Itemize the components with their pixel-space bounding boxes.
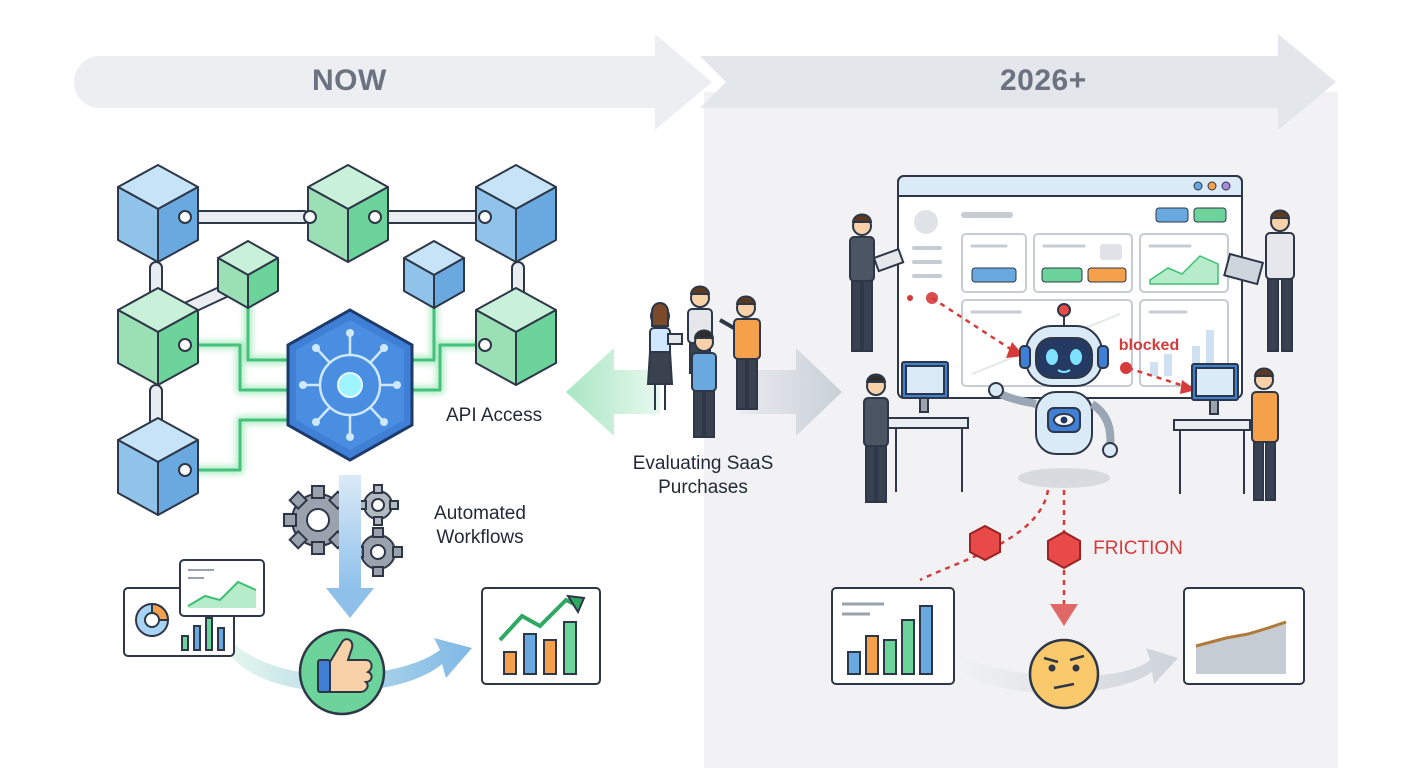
bar-chart-card-future	[831, 587, 955, 685]
evaluating-label: Evaluating SaaS Purchases	[618, 452, 788, 500]
person-presenter	[849, 213, 905, 352]
person-man-front	[691, 329, 717, 438]
person-laptop-right	[1223, 209, 1295, 352]
evaluating-line2: Purchases	[658, 477, 748, 498]
friction-arrowhead	[1050, 604, 1078, 626]
dashboard-card-pie	[123, 587, 235, 657]
evaluation-arrow-left	[566, 348, 660, 436]
workstation-left	[863, 361, 969, 503]
cube-blue-top-right	[475, 164, 557, 263]
dashboard-card-area	[179, 559, 265, 617]
timeline-now-label: NOW	[312, 64, 387, 97]
api-access-label: API Access	[446, 405, 543, 426]
automated-workflows-label: Automated Workflows	[420, 502, 540, 550]
cube-blue-top-left	[117, 164, 199, 263]
cube-green-small	[217, 240, 279, 309]
flow-arrow-right	[954, 648, 1178, 693]
timeline-future-label: 2026+	[1000, 64, 1087, 97]
friction-hex-left	[969, 524, 1001, 562]
flat-chart-card	[1183, 587, 1305, 685]
automated-workflows-line2: Workflows	[436, 527, 524, 548]
cube-network	[117, 164, 557, 516]
buyers-group	[646, 285, 761, 438]
timeline-arrow-future	[700, 34, 1336, 130]
timeline-arrow-now	[74, 34, 712, 130]
cube-green-right	[475, 287, 557, 386]
flow-arrow-left	[230, 638, 472, 692]
blocked-label: blocked	[1118, 337, 1180, 354]
friction-label: FRICTION	[1093, 538, 1183, 559]
automated-workflows-line1: Automated	[434, 503, 526, 524]
workstation-right	[1173, 363, 1279, 501]
person-man-right	[719, 295, 761, 410]
cube-green-left	[117, 287, 199, 386]
thumbs-up-icon	[298, 628, 386, 716]
evaluation-arrow-right	[740, 348, 842, 436]
hub-circuit-brain-icon	[286, 308, 414, 462]
cube-blue-small	[403, 240, 465, 309]
person-woman	[646, 302, 683, 410]
evaluating-line1: Evaluating SaaS	[632, 453, 774, 474]
growth-chart-card	[481, 587, 601, 685]
down-arrow	[326, 475, 374, 618]
cube-blue-bottom-left	[117, 417, 199, 516]
robot-agent-icon	[988, 303, 1118, 488]
blocked-paths	[919, 296, 1185, 604]
friction-hex-right	[1047, 530, 1081, 570]
confused-face-icon	[1028, 638, 1100, 710]
